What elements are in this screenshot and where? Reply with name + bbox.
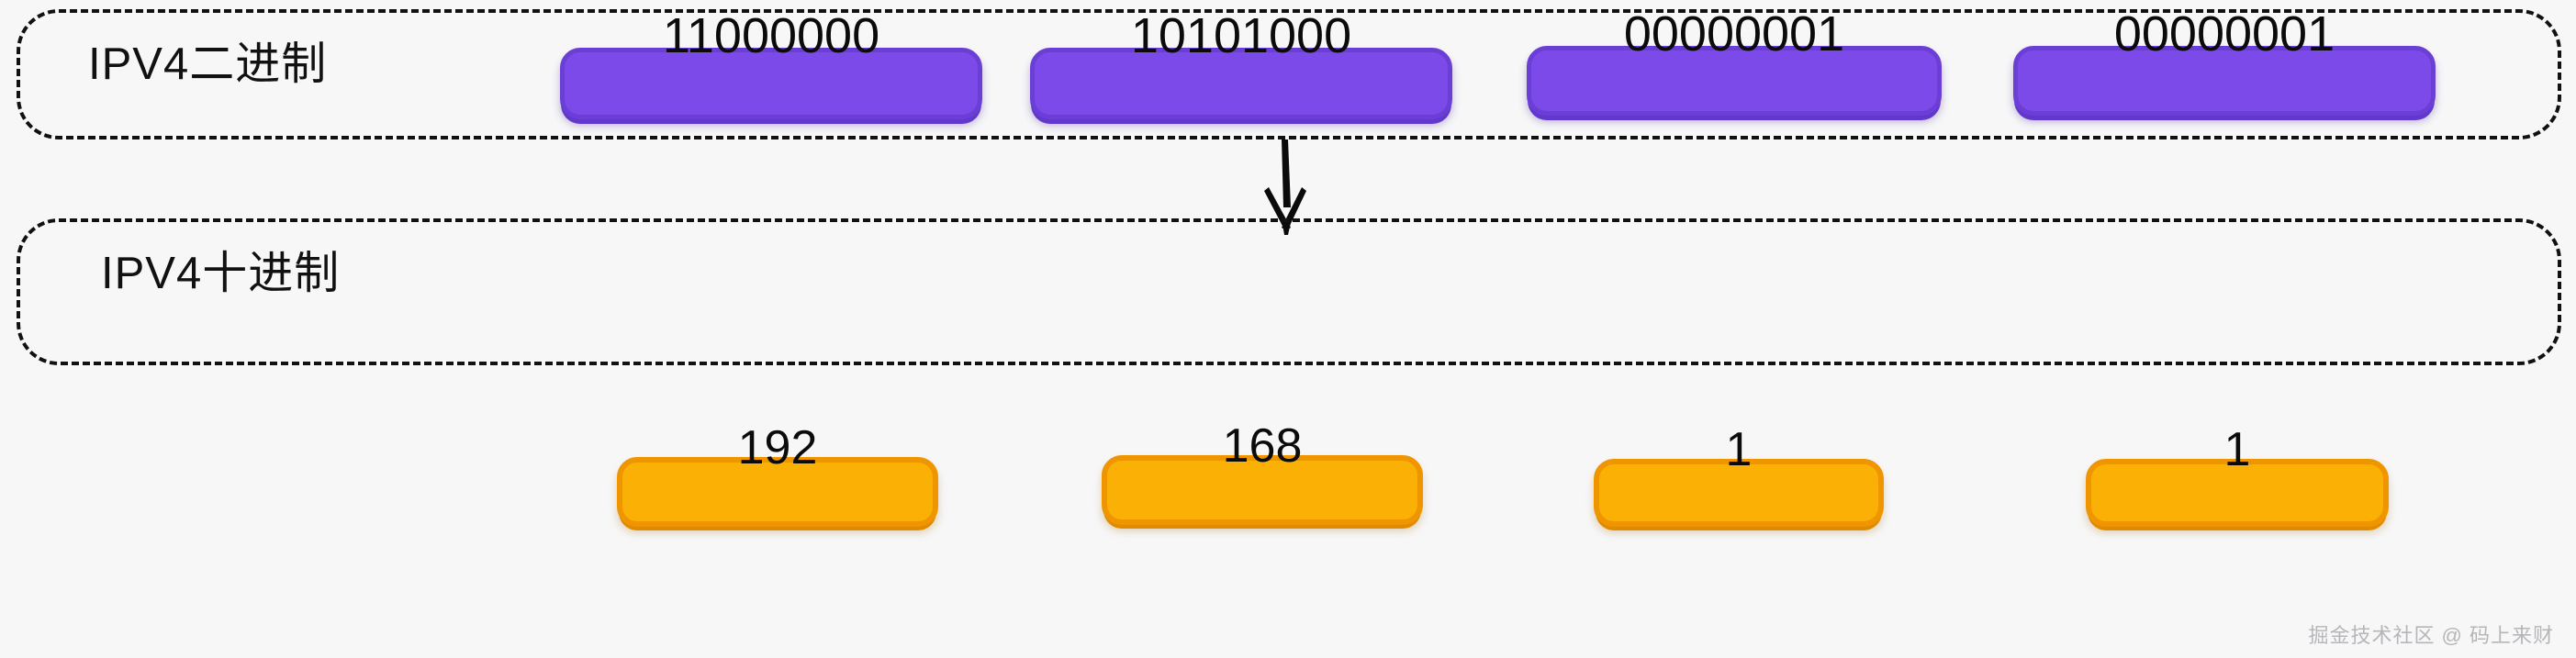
binary-octet-1-chip — [560, 48, 982, 119]
decimal-octet-1-chip — [617, 457, 938, 527]
decimal-octet-3[interactable]: 1 — [1594, 423, 1884, 527]
decimal-octet-3-chip — [1594, 459, 1884, 527]
binary-octet-3[interactable]: 00000001 — [1527, 6, 1942, 116]
binary-octet-2-chip — [1030, 48, 1452, 119]
watermark-text: 掘金技术社区 @ 码上来财 — [2308, 624, 2554, 647]
binary-group-container — [17, 9, 2561, 139]
decimal-octet-4[interactable]: 1 — [2086, 423, 2389, 527]
decimal-row-label: IPV4十进制 — [101, 249, 341, 298]
decimal-group-container — [17, 218, 2561, 365]
binary-octet-1[interactable]: 11000000 — [560, 8, 982, 119]
decimal-octet-2[interactable]: 168 — [1102, 419, 1423, 525]
decimal-octet-1[interactable]: 192 — [617, 421, 938, 527]
binary-row-label: IPV4二进制 — [88, 39, 328, 89]
binary-octet-4[interactable]: 00000001 — [2013, 6, 2436, 116]
decimal-octet-4-chip — [2086, 459, 2389, 527]
binary-octet-4-chip — [2013, 46, 2436, 116]
binary-octet-2[interactable]: 10101000 — [1030, 8, 1452, 119]
binary-octet-3-chip — [1527, 46, 1942, 116]
decimal-octet-2-chip — [1102, 455, 1423, 525]
